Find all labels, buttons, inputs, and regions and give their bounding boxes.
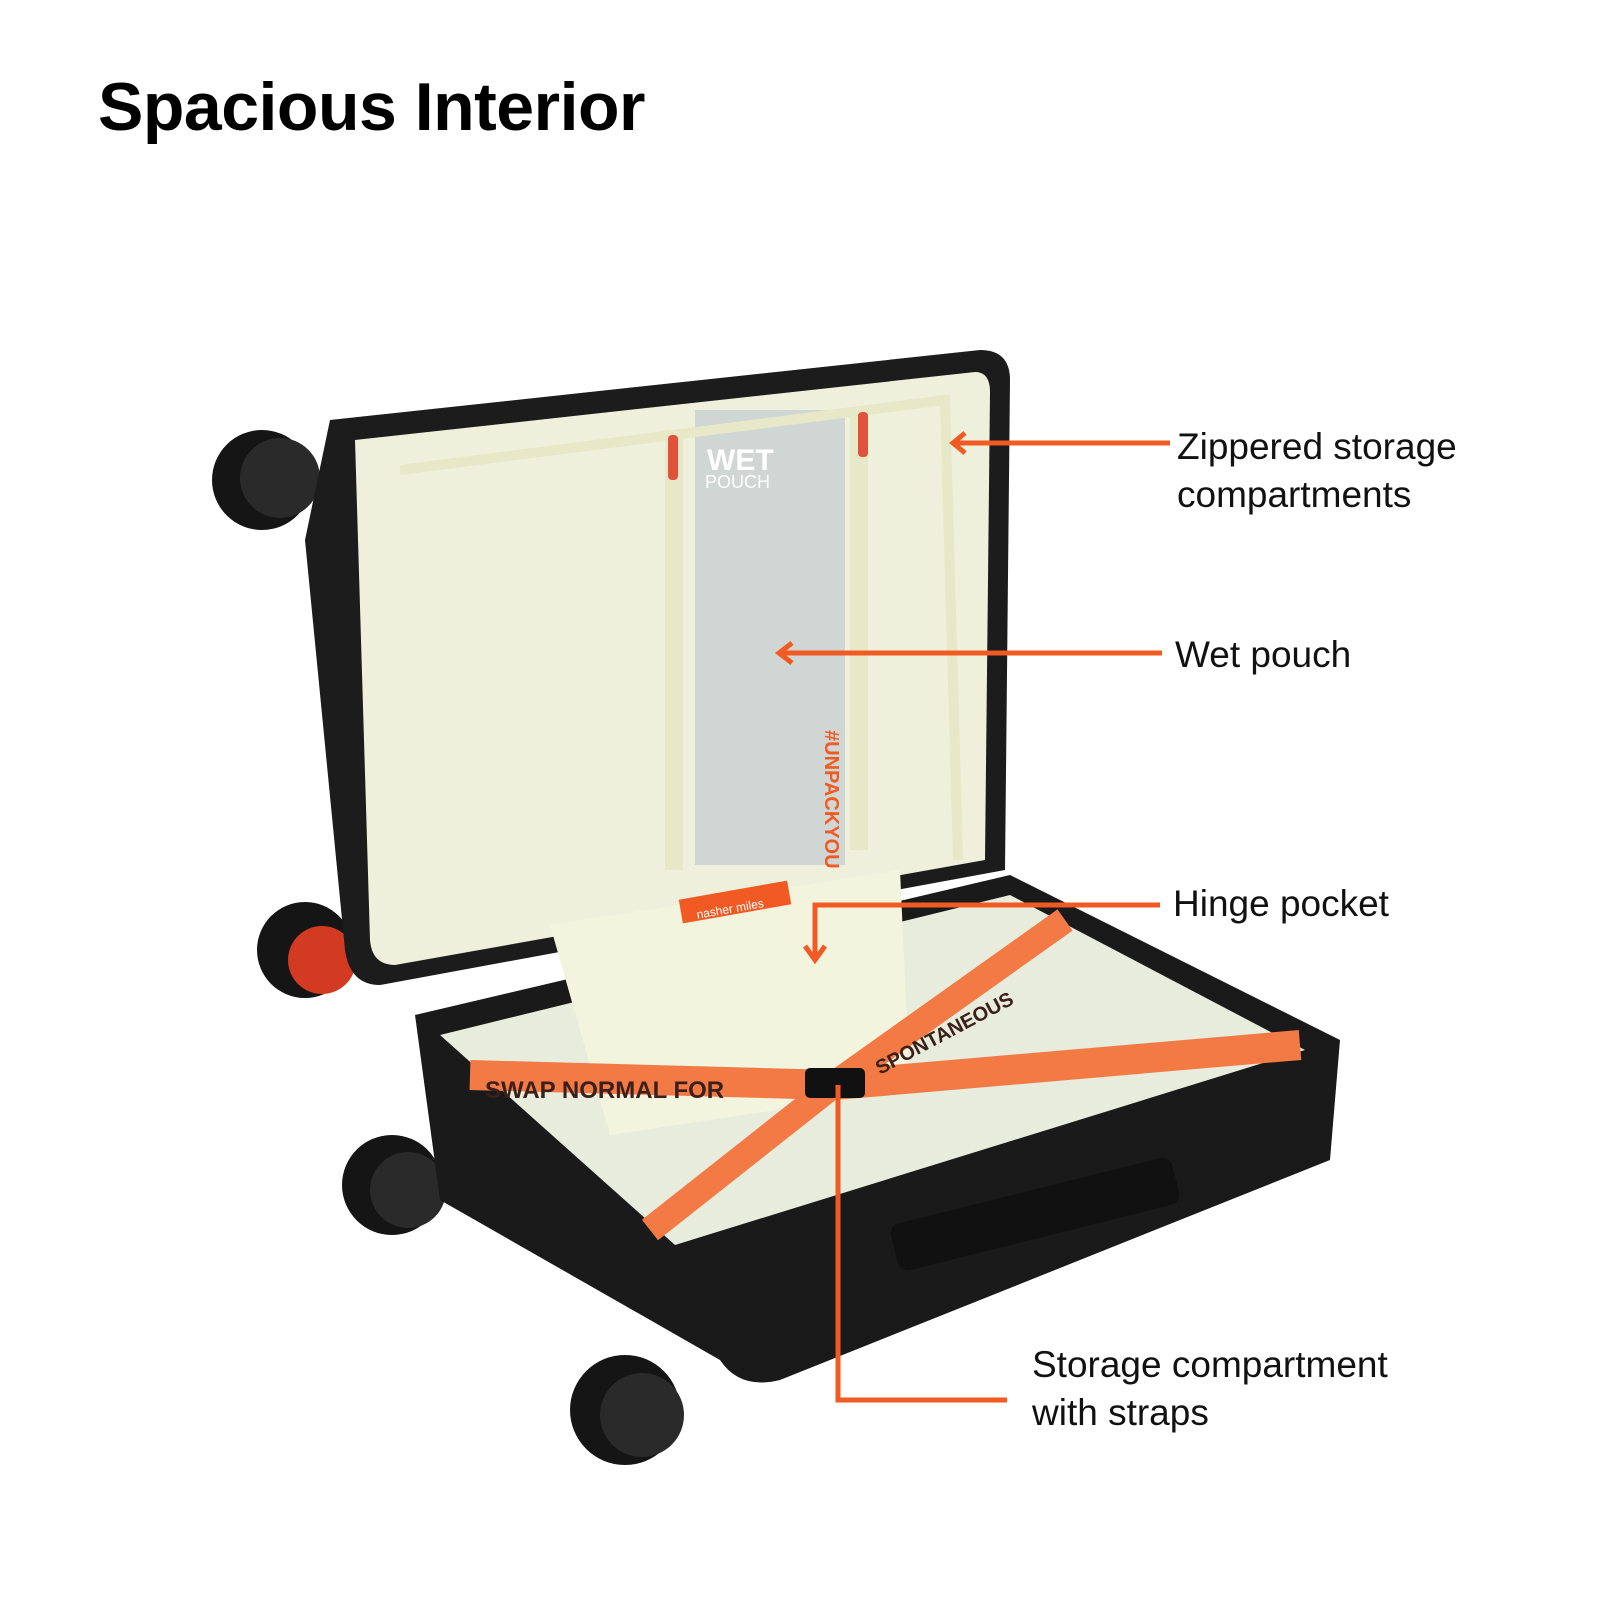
callout-wet-pouch: Wet pouch [1175, 634, 1352, 675]
svg-text:POUCH: POUCH [705, 472, 770, 492]
callout-zippered-storage: Zippered storage compartments [1177, 426, 1457, 515]
wet-pouch-label: WET [707, 444, 774, 477]
zipper-pull-icon [668, 435, 678, 480]
wet-pouch [695, 410, 845, 865]
callout-storage-straps: Storage compartment with straps [1032, 1344, 1388, 1433]
svg-text:#UNPACKYOU: #UNPACKYOU [820, 730, 842, 869]
svg-text:SWAP NORMAL FOR: SWAP NORMAL FOR [485, 1077, 724, 1104]
page-title: Spacious Interior [98, 69, 645, 145]
buckle [805, 1068, 865, 1098]
callout-hinge-pocket: Hinge pocket [1173, 883, 1389, 924]
zipper-pull-icon [858, 412, 868, 457]
side-handle [890, 1157, 1180, 1271]
wheel-icon [212, 430, 684, 1465]
callout-arrows [774, 431, 1170, 1403]
